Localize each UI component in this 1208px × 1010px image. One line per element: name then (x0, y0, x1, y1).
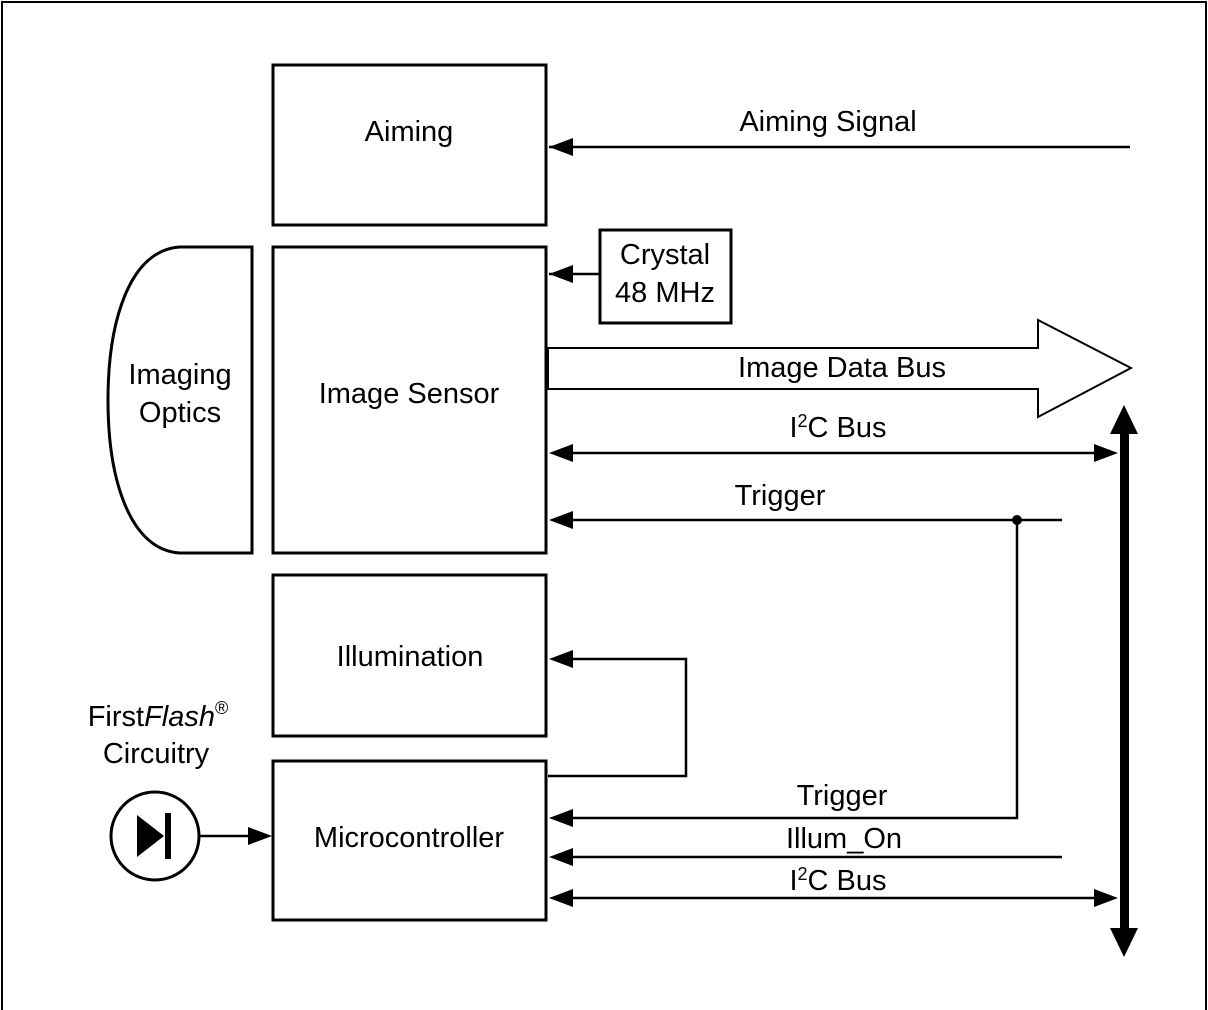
firstflash-label-line2: Circuitry (103, 738, 210, 770)
system-bus-bottom-arrowhead (1110, 928, 1138, 957)
firstflash-output-arrowhead (248, 827, 272, 845)
illumination-block (271, 573, 548, 738)
i2c-bus-lower-left-arrowhead (549, 889, 573, 907)
illum-on-label: Illum_On (786, 823, 902, 855)
i2c-bus-lower-right-arrowhead (1094, 889, 1118, 907)
microcontroller-block (271, 759, 548, 922)
system-bus-bar (1120, 430, 1129, 932)
firstflash-label-line1: FirstFlash® (88, 698, 229, 733)
crystal-block (598, 228, 733, 325)
crystal-label-line1: Crystal (620, 239, 710, 271)
i2c-bus-upper-left-arrowhead (549, 444, 573, 462)
aiming-block (271, 63, 548, 227)
illumination-control-line (548, 657, 688, 778)
trigger-upper-label: Trigger (735, 480, 826, 512)
crystal-label-line2: 48 MHz (615, 277, 715, 309)
trigger-lower-arrowhead (549, 809, 573, 827)
i2c-bus-lower-label: I2C Bus (789, 864, 886, 897)
illum-on-arrowhead (549, 848, 573, 866)
aiming-signal-arrowhead (549, 138, 573, 156)
illumination-label: Illumination (337, 641, 484, 673)
image-sensor-block (271, 245, 548, 555)
illumination-control-arrowhead (549, 650, 573, 668)
imaging-optics-shape (106, 245, 254, 555)
microcontroller-label: Microcontroller (314, 822, 504, 854)
system-bus-top-arrowhead (1110, 405, 1138, 434)
photodiode-icon (109, 790, 201, 882)
imaging-optics-label-line2: Optics (139, 397, 221, 429)
i2c-bus-upper-label: I2C Bus (789, 411, 886, 444)
image-sensor-label: Image Sensor (319, 378, 500, 410)
i2c-bus-upper-right-arrowhead (1094, 444, 1118, 462)
trigger-lower-label: Trigger (797, 780, 888, 812)
image-data-bus-arrow (547, 318, 1134, 419)
trigger-upper-arrowhead (549, 511, 573, 529)
imaging-optics-label-line1: Imaging (128, 359, 231, 391)
aiming-label: Aiming (365, 116, 454, 148)
crystal-clock-arrowhead (549, 265, 573, 283)
trigger-lower-line (572, 520, 1019, 820)
image-data-bus-label: Image Data Bus (738, 352, 946, 384)
aiming-signal-label: Aiming Signal (739, 106, 916, 138)
